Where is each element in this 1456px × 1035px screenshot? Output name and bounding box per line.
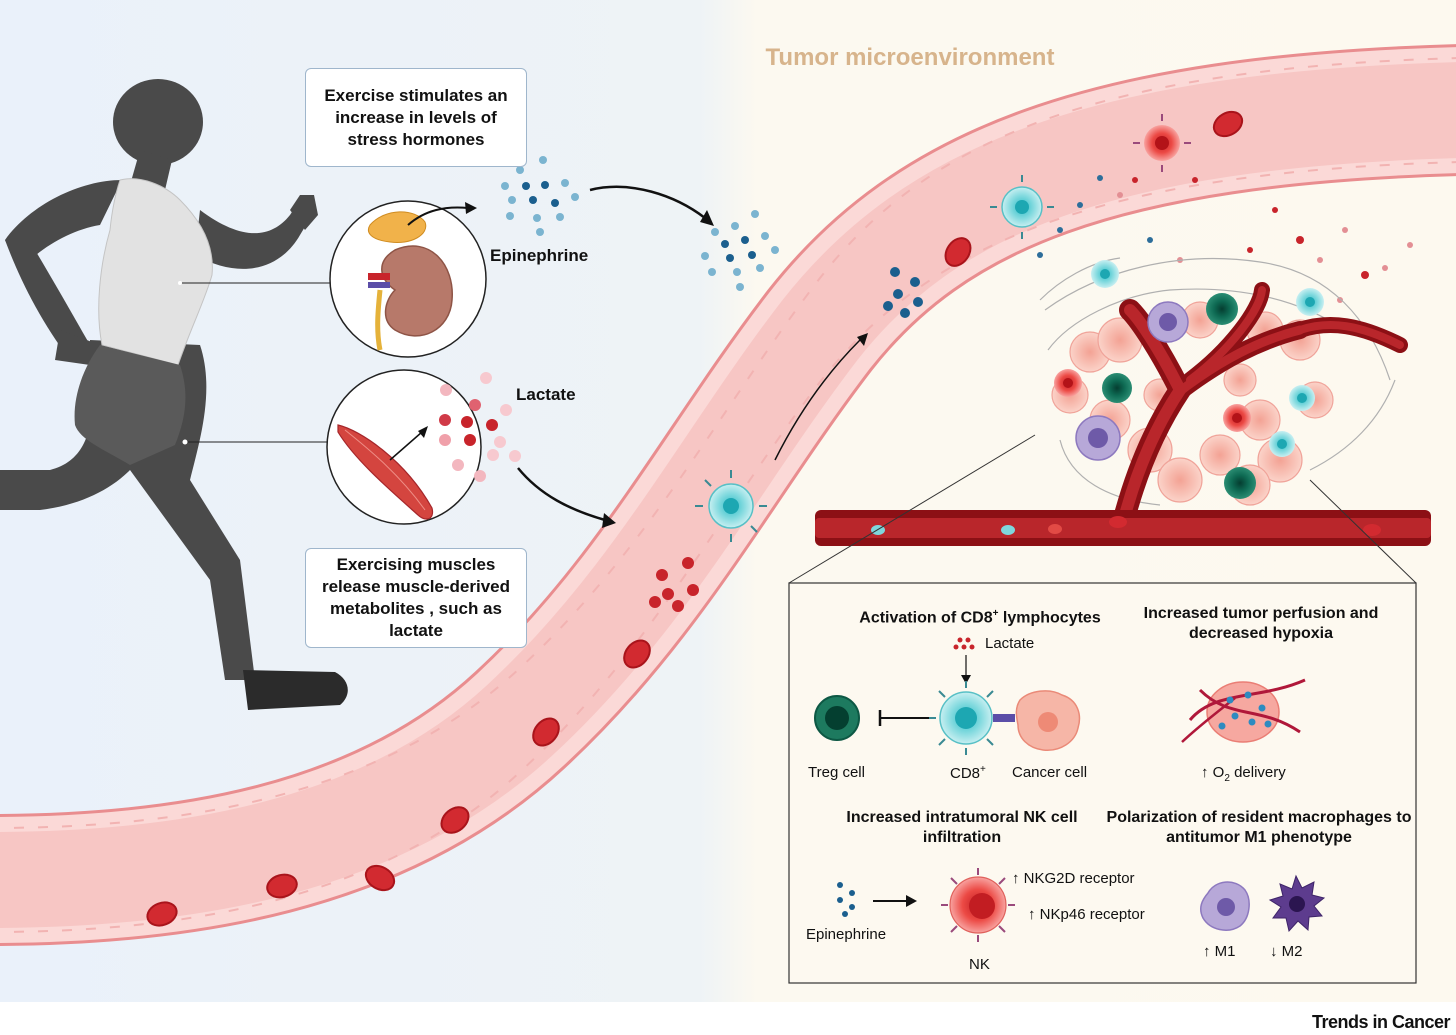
nkg2d-label: ↑ NKG2D receptor <box>1012 870 1135 887</box>
arrow-vessel-flow <box>774 339 861 461</box>
panel-title: Tumor microenvironment <box>765 44 1055 71</box>
treg-cells-tumor <box>1102 293 1256 499</box>
tumor-mass <box>1039 257 1408 526</box>
zoom-line-left <box>788 434 1036 584</box>
cd8-cell-vessel <box>695 470 767 542</box>
perfusion-tumor-icon <box>1181 678 1306 743</box>
runner-shorts <box>74 345 186 465</box>
arrow-lactate-flow <box>517 467 606 522</box>
red-blood-cell <box>364 864 396 892</box>
o2-delivery-label: ↑ O2 delivery <box>1201 764 1286 784</box>
arrow-epinephrine-flow <box>589 185 706 219</box>
red-blood-cells <box>146 110 1244 927</box>
epinephrine-cluster-vessel <box>883 267 923 318</box>
red-blood-cell <box>532 717 560 747</box>
nk-cell-inset <box>941 868 1015 942</box>
treg-cell-inset <box>814 695 860 741</box>
lactate-icon-inset <box>953 637 975 650</box>
perfusion-title: Increased tumor perfusion and decreased … <box>1143 605 1379 642</box>
tme-particles <box>1037 175 1413 303</box>
arrow-kidney <box>407 206 469 226</box>
journal-brand: Trends in Cancer <box>1311 1012 1451 1032</box>
lactate-inset-label: Lactate <box>985 635 1035 652</box>
cd8-cells-tumor <box>1091 260 1324 457</box>
lactate-cluster-vessel <box>649 557 699 612</box>
runner-shirt <box>98 178 213 366</box>
cd8-cell-inset <box>929 681 1015 755</box>
red-blood-cell <box>944 237 972 267</box>
runner-figure <box>0 79 348 710</box>
cancer-cell-label: Cancer cell <box>1012 764 1088 781</box>
cd8-cell-vessel-2 <box>990 175 1054 239</box>
red-blood-cell <box>440 806 470 834</box>
red-blood-cell <box>146 901 178 927</box>
adrenal-kidney-icon <box>329 200 487 358</box>
cancer-cell-inset <box>1015 690 1081 751</box>
lactate-dots <box>439 372 521 482</box>
macrophage-polarization-title: Polarization of resident macrophages to … <box>1106 809 1412 846</box>
cd8-activation-title: Activation of CD8+ lymphocytes <box>859 608 1101 627</box>
red-blood-cell <box>266 873 298 899</box>
epinephrine-label: Epinephrine <box>490 246 589 265</box>
blood-vessel <box>0 44 1456 946</box>
lactate-label: Lactate <box>516 385 576 404</box>
epinephrine-icon-inset <box>837 882 855 917</box>
m1-macrophage-inset <box>1200 881 1250 931</box>
nk-infiltration-title: Increased intratumoral NK cell infiltrat… <box>846 809 1078 846</box>
epinephrine-dots <box>501 156 579 236</box>
arrow-muscle <box>389 431 423 461</box>
cd8-label: CD8+ <box>950 764 986 782</box>
tumor-feeding-vessel <box>815 510 1431 546</box>
muscle-metabolites-callout: Exercising muscles release muscle-derive… <box>305 548 527 648</box>
treg-label: Treg cell <box>808 764 865 781</box>
stress-hormones-callout: Exercise stimulates an increase in level… <box>305 68 527 167</box>
nk-cell-vessel <box>1133 114 1191 172</box>
footer-strip <box>0 1002 1456 1035</box>
m2-macrophage-inset <box>1268 874 1326 933</box>
nkp46-label: ↑ NKp46 receptor <box>1028 906 1145 923</box>
m1-label: ↑ M1 <box>1203 943 1236 960</box>
nk-cells-tumor <box>1054 369 1251 432</box>
epinephrine-inset-label: Epinephrine <box>806 926 887 943</box>
red-blood-cell <box>1212 110 1244 138</box>
red-blood-cell <box>623 639 651 669</box>
m1-macrophage-tumor <box>1075 301 1189 461</box>
zoom-line-right <box>1309 479 1417 584</box>
nk-label: NK <box>969 956 990 973</box>
m2-label: ↓ M2 <box>1270 943 1303 960</box>
epinephrine-dots-2 <box>701 210 779 291</box>
